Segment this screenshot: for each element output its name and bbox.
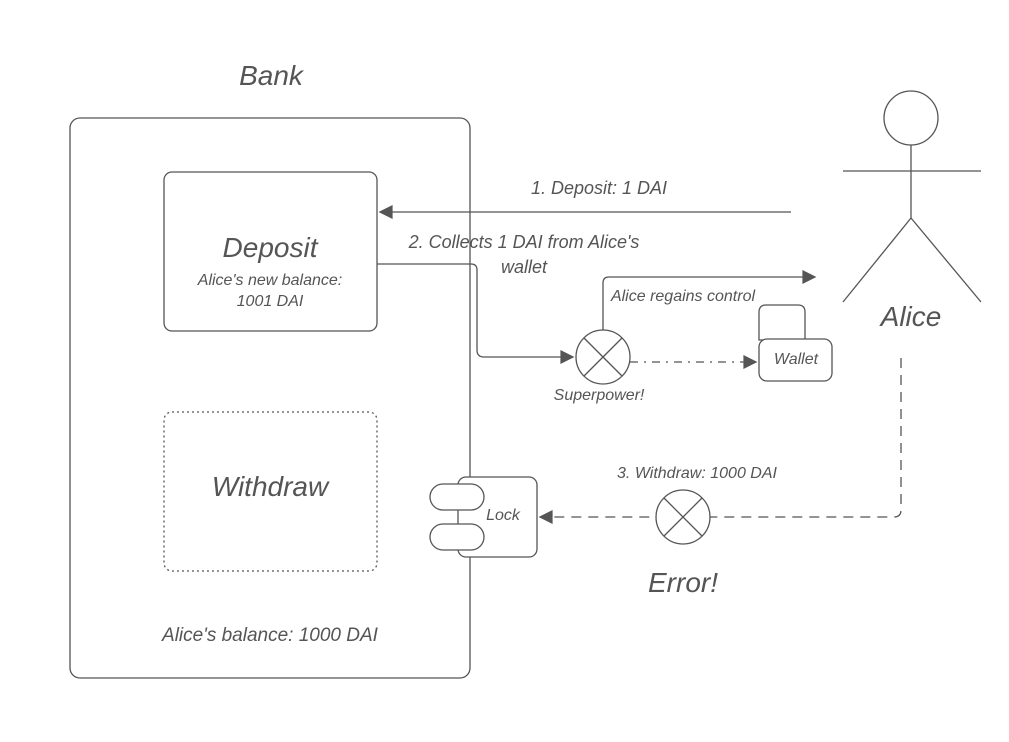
alice-name: Alice <box>879 301 942 332</box>
superpower-node-icon <box>575 329 631 385</box>
deposit-balance-line1: Alice's new balance: <box>197 272 342 289</box>
regains-control-label: Alice regains control <box>610 288 756 305</box>
withdraw-title: Withdraw <box>212 471 330 502</box>
actor-head-icon <box>883 90 939 146</box>
alice-actor <box>842 90 982 303</box>
collects-flow-label-line2: wallet <box>501 257 548 277</box>
lock-label: Lock <box>486 507 521 524</box>
collects-arrow <box>377 263 575 364</box>
regains-control-arrow <box>602 270 817 330</box>
wallet-label: Wallet <box>774 351 819 368</box>
lock-node[interactable]: Lock <box>429 476 538 558</box>
collects-flow-label-line1: 2. Collects 1 DAI from Alice's <box>408 232 640 252</box>
withdraw-flow-label: 3. Withdraw: 1000 DAI <box>617 465 777 482</box>
deposit-title: Deposit <box>223 232 319 263</box>
deposit-box[interactable] <box>163 171 378 332</box>
bank-balance-label: Alice's balance: 1000 DAI <box>161 625 379 646</box>
withdraw-blocked-node-icon <box>655 489 711 545</box>
error-label: Error! <box>648 567 718 598</box>
bank-title: Bank <box>239 60 305 91</box>
withdraw-box[interactable] <box>163 411 378 572</box>
deposit-balance-line2: 1001 DAI <box>237 293 304 310</box>
wallet-node[interactable]: Wallet <box>758 304 833 382</box>
withdraw-arrow <box>538 358 902 524</box>
deposit-flow-label: 1. Deposit: 1 DAI <box>531 178 667 198</box>
superpower-label: Superpower! <box>554 387 645 404</box>
